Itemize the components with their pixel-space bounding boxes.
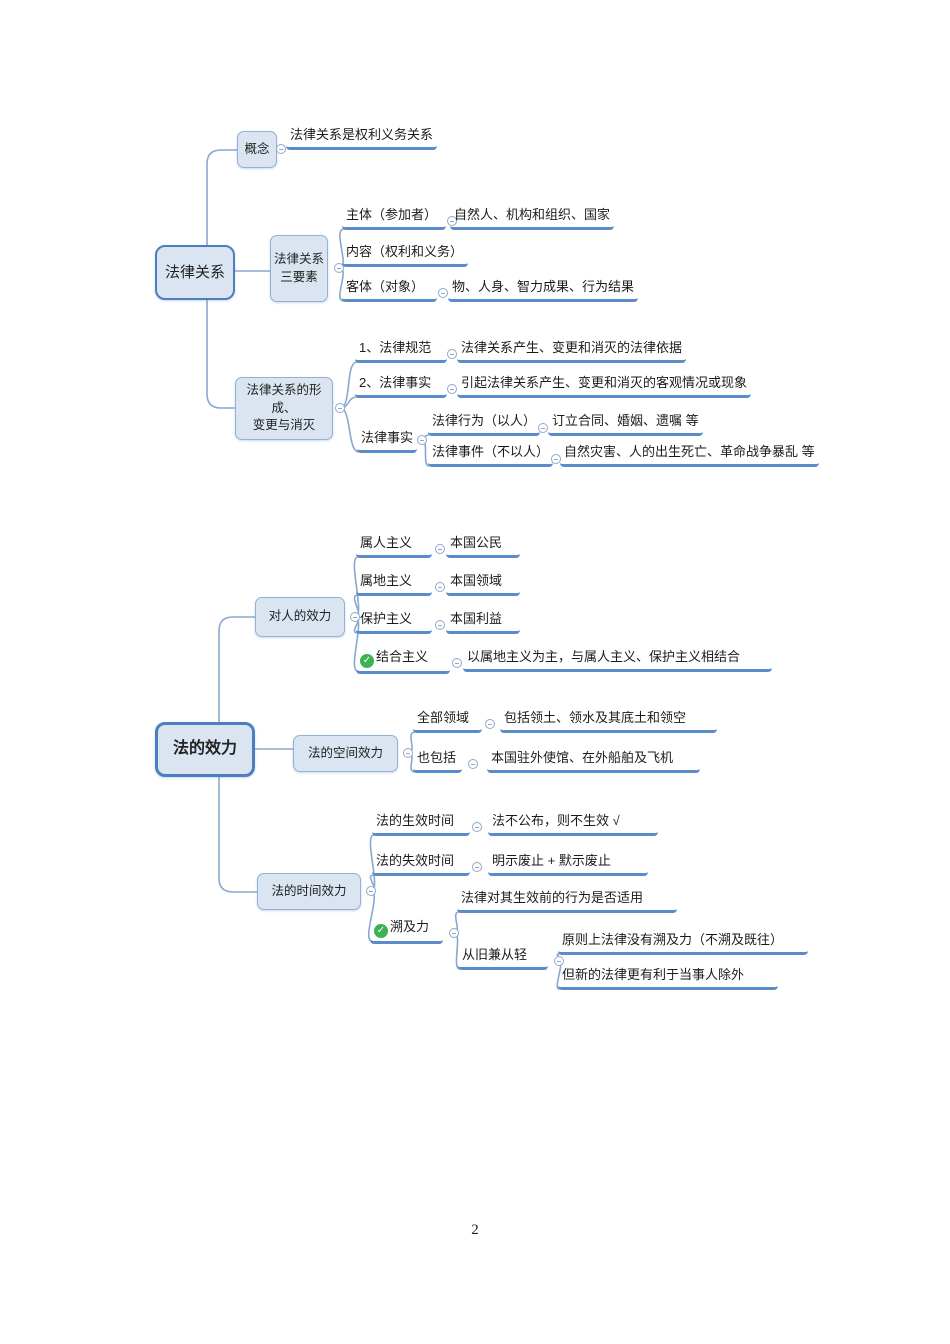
topic-effective-time-desc: 法不公布，则不生效 √ bbox=[488, 811, 658, 836]
topic-protection-principle: 保护主义 bbox=[356, 609, 432, 634]
collapse-toggle-icon bbox=[335, 403, 345, 413]
topic-subject-desc: 自然人、机构和组织、国家 bbox=[450, 205, 615, 230]
topic-combined-desc: 以属地主义为主，与属人主义、保护主义相结合 bbox=[463, 647, 772, 672]
collapse-toggle-icon bbox=[472, 822, 482, 832]
collapse-toggle-icon bbox=[438, 288, 448, 298]
topic-legal-fact: 2、法律事实 bbox=[355, 373, 447, 398]
topic-also-includes: 也包括 bbox=[413, 748, 462, 773]
topic-no-retroactivity: 原则上法律没有溯及力（不溯及既往） bbox=[558, 930, 808, 955]
topic-legal-act: 法律行为（以人） bbox=[428, 411, 541, 436]
topic-protection-desc: 本国利益 bbox=[446, 609, 520, 634]
collapse-toggle-icon bbox=[485, 719, 495, 729]
collapse-toggle-icon bbox=[435, 544, 445, 554]
collapse-toggle-icon bbox=[447, 349, 457, 359]
collapse-toggle-icon bbox=[472, 862, 482, 872]
topic-legal-norm-desc: 法律关系产生、变更和消灭的法律依据 bbox=[457, 338, 687, 363]
topic-retroactivity-question: 法律对其生效前的行为是否适用 bbox=[457, 888, 677, 913]
collapse-toggle-icon bbox=[538, 423, 548, 433]
topic-combined-principle: ✓结合主义 bbox=[356, 647, 450, 674]
topic-retroactivity: ✓溯及力 bbox=[370, 917, 443, 944]
topic-object-desc: 物、人身、智力成果、行为结果 bbox=[448, 277, 639, 302]
topic-subject: 主体（参加者） bbox=[342, 205, 446, 230]
collapse-toggle-icon bbox=[435, 582, 445, 592]
topic-old-law-lenient: 从旧兼从轻 bbox=[458, 945, 548, 970]
topic-all-territory-desc: 包括领土、领水及其底土和领空 bbox=[500, 708, 717, 733]
collapse-toggle-icon bbox=[350, 612, 360, 622]
topic-legal-fact-desc: 引起法律关系产生、变更和消灭的客观情况或现象 bbox=[457, 373, 752, 398]
node-spatial-effect: 法的空间效力 bbox=[293, 735, 398, 772]
collapse-toggle-icon bbox=[551, 454, 561, 464]
topic-expiry-time-desc: 明示废止 + 默示废止 bbox=[488, 851, 648, 876]
collapse-toggle-icon bbox=[447, 216, 457, 226]
topic-expiry-time: 法的失效时间 bbox=[372, 851, 470, 876]
check-icon: ✓ bbox=[360, 654, 374, 668]
collapse-toggle-icon bbox=[366, 886, 376, 896]
node-formation-change-extinction: 法律关系的形成、 变更与消灭 bbox=[235, 377, 333, 440]
topic-legal-norm: 1、法律规范 bbox=[355, 338, 447, 363]
topic-all-territory: 全部领域 bbox=[413, 708, 482, 733]
topic-exception: 但新的法律更有利于当事人除外 bbox=[558, 965, 778, 990]
collapse-toggle-icon bbox=[403, 748, 413, 758]
topic-nationality-principle: 属人主义 bbox=[356, 533, 432, 558]
topic-legal-fact-types: 法律事实 bbox=[357, 428, 418, 453]
root-node-legal-relations: 法律关系 bbox=[155, 245, 235, 300]
check-icon: ✓ bbox=[374, 924, 388, 938]
collapse-toggle-icon bbox=[435, 620, 445, 630]
node-three-elements: 法律关系 三要素 bbox=[270, 235, 328, 302]
page-number: 2 bbox=[471, 1222, 479, 1238]
collapse-toggle-icon bbox=[447, 384, 457, 394]
topic-legal-event-desc: 自然灾害、人的出生死亡、革命战争暴乱 等 bbox=[560, 442, 819, 467]
topic-content: 内容（权利和义务） bbox=[342, 242, 468, 267]
collapse-toggle-icon bbox=[449, 928, 459, 938]
topic-combined-label: 结合主义 bbox=[376, 649, 429, 664]
topic-legal-event: 法律事件（不以人） bbox=[428, 442, 554, 467]
collapse-toggle-icon bbox=[452, 658, 462, 668]
topic-effective-time: 法的生效时间 bbox=[372, 811, 470, 836]
root-node-legal-effect: 法的效力 bbox=[155, 722, 255, 777]
node-personal-effect: 对人的效力 bbox=[255, 597, 345, 637]
topic-object: 客体（对象） bbox=[342, 277, 437, 302]
collapse-toggle-icon bbox=[417, 435, 427, 445]
topic-also-includes-desc: 本国驻外使馆、在外船舶及飞机 bbox=[487, 748, 700, 773]
collapse-toggle-icon bbox=[468, 759, 478, 769]
collapse-toggle-icon bbox=[276, 144, 286, 154]
topic-nationality-desc: 本国公民 bbox=[446, 533, 520, 558]
topic-legal-act-desc: 订立合同、婚姻、遗嘱 等 bbox=[548, 411, 703, 436]
node-temporal-effect: 法的时间效力 bbox=[257, 873, 361, 910]
topic-territory-principle: 属地主义 bbox=[356, 571, 432, 596]
topic-retroactivity-label: 溯及力 bbox=[390, 919, 430, 934]
collapse-toggle-icon bbox=[334, 263, 344, 273]
topic-concept-definition: 法律关系是权利义务关系 bbox=[286, 125, 438, 150]
node-concept: 概念 bbox=[237, 131, 277, 168]
topic-territory-desc: 本国领域 bbox=[446, 571, 520, 596]
